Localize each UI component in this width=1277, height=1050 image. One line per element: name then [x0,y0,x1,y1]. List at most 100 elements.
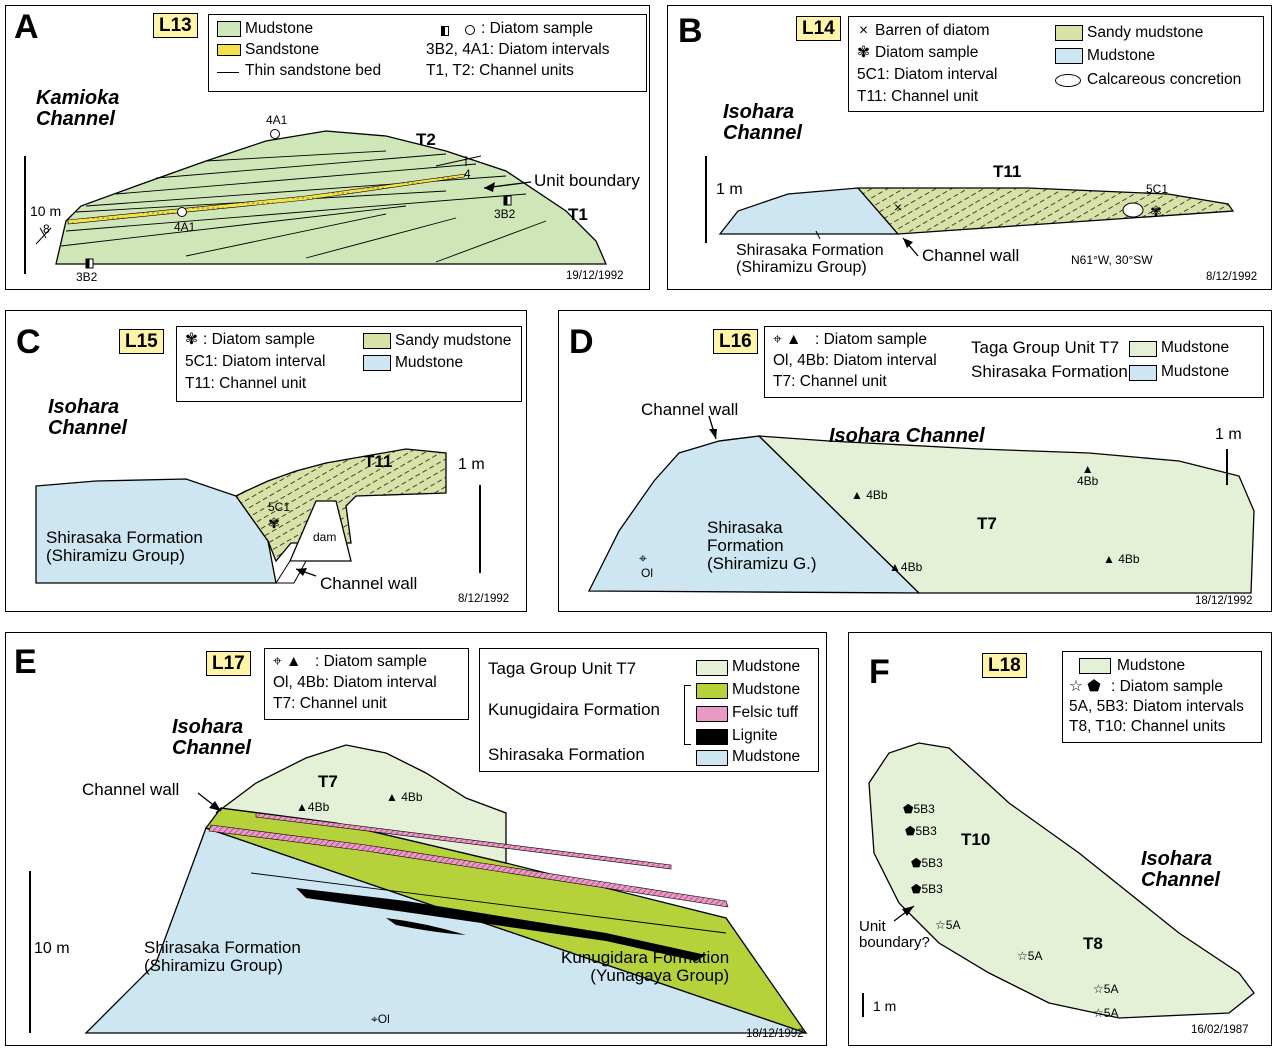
unit-t7: T7 [977,514,997,533]
legend-felsic-tuff: Felsic tuff [732,704,799,721]
legend-mudstone: Mudstone [395,354,464,371]
channel-name: Isohara Channel [48,396,127,439]
scale-label: 1 m [1215,426,1242,443]
legend-interval: Ol, 4Bb: Diatom interval [273,674,437,691]
legend-interval: 5C1: Diatom interval [185,353,326,370]
sample-label-ol: Ol [641,566,653,580]
panel-letter: D [569,323,594,361]
blue-swatch [696,750,728,766]
sample-5a: ☆5A [1017,949,1043,963]
sample-5a: ☆5A [935,918,961,932]
panel-b-drawing: × ✾ [705,156,1235,257]
legend-interval: 5C1: Diatom interval [857,66,998,83]
sample-label: 4Bb [307,800,330,814]
legend-sandy-mudstone: Sandy mudstone [395,332,512,349]
sample-4bb: ▲ 4Bb [851,488,888,502]
flower-icon: ✾ [268,515,280,531]
diatom-cross-icon: ⌖ [639,550,647,566]
scale-label: 10 m [34,940,70,957]
date-label: 19/12/1992 [566,270,624,282]
legend-mudstone-shirasaka: Mudstone [1161,363,1230,380]
legend-taga-group: Taga Group Unit T7 [488,659,637,678]
legend-diatom-sample: Diatom sample [875,44,979,61]
legend-diatom-sample: : Diatom sample [815,331,927,348]
blue-swatch [1129,365,1157,381]
locality-label: L15 [119,329,164,354]
scale-label: 10 m [30,203,62,219]
legend-box: ⌖ ▲ : Diatom sample Ol, 4Bb: Diatom inte… [764,326,1264,398]
mudstone-swatch [1079,658,1111,674]
channel-wall-label: Channel wall [82,780,180,799]
legend-lignite: Lignite [732,727,778,744]
thin-bed-line [217,72,239,73]
mudstone-swatch [1055,48,1083,64]
legend-sandy-mudstone: Sandy mudstone [1087,24,1204,41]
scale-label: 1 m [458,456,485,473]
legend-mudstone-t7: Mudstone [732,658,801,675]
flower-icon: ✾ [857,44,870,61]
sample-label: 4A1 [174,220,196,234]
legend-unit: T11: Channel unit [857,88,979,105]
locality-label: L16 [713,329,758,354]
sample-label: 5C1 [1146,182,1169,196]
legend-diatom-sample: : Diatom sample [1111,678,1223,695]
legend-intervals: 3B2, 4A1: Diatom intervals [426,41,610,58]
bracket [684,685,691,745]
sandy-mudstone-swatch [363,333,391,349]
concretion-icon [1055,74,1081,87]
half-filled-square-icon [441,26,449,36]
legend-mudstone-kunu: Mudstone [732,681,801,698]
locality-label: L14 [796,16,841,41]
legend-shirasaka: Shirasaka Formation [971,362,1128,381]
panel-letter: C [16,323,41,361]
panel-d-drawing [587,415,1255,594]
sample-label: 3B2 [494,207,516,221]
pale-green-swatch [696,660,728,676]
date-label: 18/12/1992 [746,1028,804,1040]
tuff-swatch [696,706,728,722]
date-label: 18/12/1992 [1195,595,1253,607]
sample-5b3: ⬟5B3 [903,802,935,816]
sample-label: 5B3 [921,882,943,896]
pale-green-swatch [1129,341,1157,357]
sample-label: 5C1 [268,500,291,514]
legend-intervals: 5A, 5B3: Diatom intervals [1069,698,1244,715]
formation-label: Shirasaka Formation (Shiramizu Group) [736,242,884,276]
panel-f-drawing [862,742,1255,1019]
sample-4bb: ▲ 4Bb [386,790,423,804]
formation-label: Shirasaka Formation (Shiramizu Group) [144,938,301,975]
legend-box: Mudstone ☆ ⬟ : Diatom sample 5A, 5B3: Di… [1062,651,1262,743]
locality-label: L13 [153,13,198,38]
legend-units: T1, T2: Channel units [426,62,574,79]
sample-label: 5A [1027,949,1043,963]
legend-unit: T11: Channel unit [185,375,307,392]
kunugidara-label: Kunugidara Formation (Yunagaya Group) [561,948,730,985]
formation-label: Shirasaka Formation (Shiramizu Group) [46,528,203,565]
legend-concretion: Calcareous concretion [1087,71,1242,88]
dam-label: dam [313,530,337,544]
panel-d: D L16 ⌖ ▲ : Diatom sample Ol, 4Bb: Diato… [558,310,1272,612]
unit-t11: T11 [364,452,393,471]
sample-ol: ⌖Ol [371,1012,390,1026]
legend-mudstone: Mudstone [245,20,314,37]
legend-thin-bed: Thin sandstone bed [245,62,382,79]
unit-t1: T1 [568,205,588,224]
legend-interval: Ol, 4Bb: Diatom interval [773,352,937,369]
legend-diatom-sample: : Diatom sample [315,653,427,670]
orientation-label: N61°W, 30°SW [1071,253,1153,267]
sample-5b3: ⬟5B3 [911,856,943,870]
legend-box-samples: ⌖ ▲ : Diatom sample Ol, 4Bb: Diatom inte… [264,648,469,720]
sample-4bb: ▲4Bb [889,560,923,574]
diatom-symbol-icons: ⌖ ▲ [273,653,302,670]
date-label: 16/02/1987 [1191,1024,1249,1036]
legend-units: T8, T10: Channel units [1069,718,1226,735]
unit-t2: T2 [416,130,436,149]
sample-5b3: ⬟5B3 [911,882,943,896]
sample-4bb: ▲4Bb [296,800,330,814]
unit-t11: T11 [993,162,1022,181]
legend-box: × Barren of diatom ✾ Diatom sample 5C1: … [848,16,1264,112]
legend-mudstone: Mudstone [1117,657,1186,674]
channel-wall-label: Channel wall [641,400,739,419]
panel-letter: B [678,12,703,50]
unit-boundary-label: Unit boundary? [859,918,930,951]
